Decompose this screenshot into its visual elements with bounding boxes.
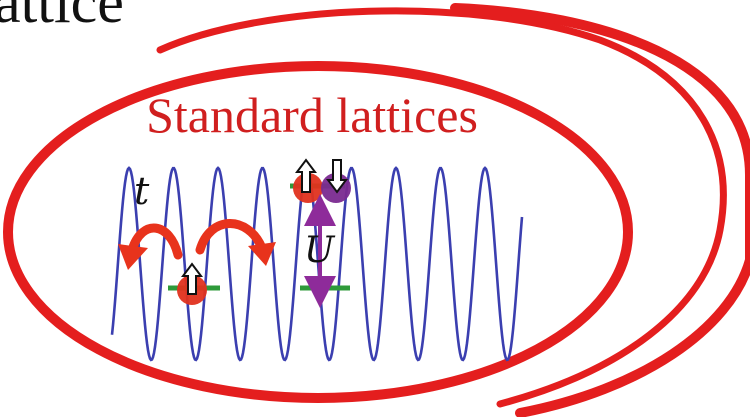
interaction-symbol: U — [304, 230, 336, 271]
tunneling-symbol: t — [134, 169, 150, 213]
slide-title-fragment: attice — [0, 0, 124, 35]
standard-lattices-label: Standard lattices — [146, 87, 478, 143]
